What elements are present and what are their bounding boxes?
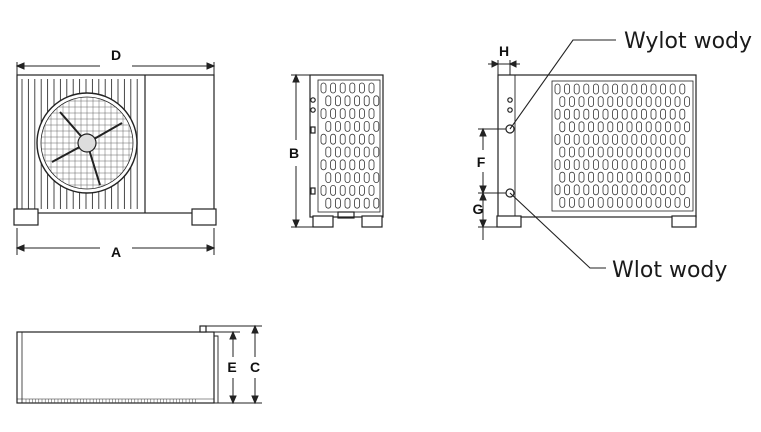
side-view <box>309 74 384 228</box>
front-view-foot-left <box>13 208 39 226</box>
dimension-line-e <box>214 330 240 405</box>
rear-view-foot-right <box>671 215 697 228</box>
top-view <box>16 325 219 404</box>
dimension-line-g <box>478 191 497 240</box>
dimension-label-h: H <box>499 43 509 59</box>
inlet-leader-line <box>509 192 606 269</box>
callout-leaders <box>509 39 616 269</box>
dimension-label-a: A <box>111 244 121 260</box>
dimension-label-d: D <box>111 47 121 63</box>
rear-view-foot-left <box>496 215 522 228</box>
front-view <box>13 74 217 226</box>
dimension-line-h <box>488 60 520 75</box>
dimension-line-c <box>206 324 262 405</box>
dimension-label-b: B <box>289 145 299 161</box>
rear-view-grille <box>554 83 690 208</box>
top-view-body <box>16 331 215 404</box>
front-view-foot-right <box>191 208 217 226</box>
dimension-line-f <box>478 127 506 195</box>
top-view-connector-icon <box>199 325 207 333</box>
side-view-port-icon <box>310 107 316 113</box>
dimension-label-g: G <box>473 201 484 217</box>
dimension-line-d <box>15 62 216 75</box>
fan-icon <box>36 92 138 194</box>
dimension-label-f: F <box>477 154 486 170</box>
rear-view-port-icon <box>507 107 513 113</box>
water-inlet-label: Wlot wody <box>612 258 727 283</box>
water-outlet-label: Wylot wody <box>624 29 752 54</box>
rear-view-port-icon <box>507 97 513 103</box>
side-view-foot-left <box>312 215 334 228</box>
side-view-port-icon <box>310 97 316 103</box>
rear-view <box>496 74 697 228</box>
dimension-line-a <box>15 228 216 255</box>
dimension-label-c: C <box>250 359 260 375</box>
dimension-line-b <box>291 73 313 229</box>
side-view-grille <box>320 82 380 209</box>
outlet-leader-line <box>509 39 616 130</box>
dimension-label-e: E <box>227 359 236 375</box>
side-view-foot-right <box>361 215 383 228</box>
